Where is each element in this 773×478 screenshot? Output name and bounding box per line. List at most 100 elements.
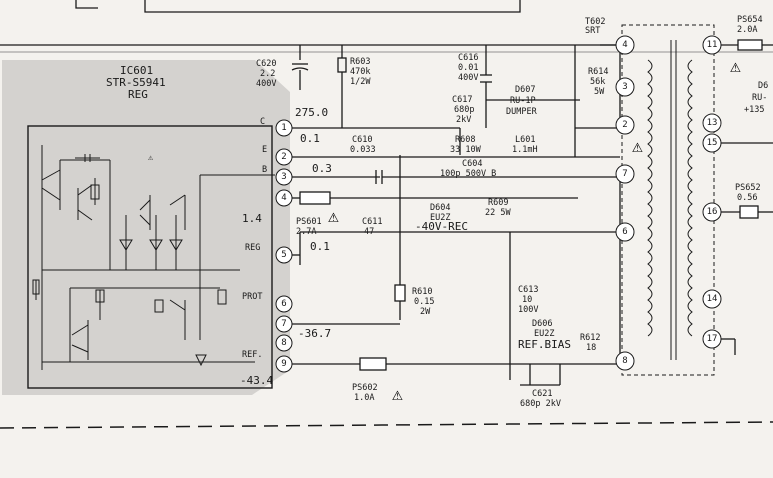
ic-pin-5: 5 REG 0.1 (245, 240, 330, 264)
ic-pin-9: 9 REF. -43.4 (240, 350, 293, 387)
svg-text:8: 8 (622, 356, 627, 366)
l601-ref: L601 (515, 135, 535, 145)
svg-text:3: 3 (622, 82, 627, 92)
pin4-voltage: 1.4 (242, 212, 262, 225)
plus135-label: +135 (744, 105, 764, 115)
svg-text:2: 2 (622, 120, 627, 130)
pin1-voltage: 275.0 (295, 106, 328, 119)
svg-text:SRT: SRT (585, 26, 600, 36)
svg-text:5W: 5W (594, 87, 605, 97)
ic-pin-8: 8 (275, 334, 293, 352)
c611-ref: C611 (362, 217, 382, 227)
c604-ref: C604 (462, 159, 482, 169)
pin5-voltage: 0.1 (310, 240, 330, 253)
svg-text:47: 47 (364, 227, 374, 237)
ru-edge-label: RU- (752, 93, 767, 103)
svg-text:1/2W: 1/2W (350, 77, 371, 87)
svg-text:470k: 470k (350, 67, 370, 77)
t602-secondary-pins: 11 13 15 16 14 17 (702, 35, 722, 349)
svg-text:1.0A: 1.0A (354, 393, 374, 403)
svg-text:C: C (260, 117, 265, 127)
bottom-dashed-boundary (0, 421, 773, 429)
svg-text:13: 13 (707, 118, 718, 128)
ic-pin-6: 6 PROT (242, 292, 293, 313)
svg-text:5: 5 (281, 250, 286, 260)
warning-icons: ⚠ ⚠ ⚠ ⚠ (328, 56, 741, 405)
svg-text:33 10W: 33 10W (450, 145, 482, 155)
svg-text:16: 16 (707, 207, 718, 217)
ic-pin-7: 7 -36.7 (275, 315, 331, 340)
c616-ref: C616 (458, 53, 478, 63)
svg-text:0.033: 0.033 (350, 145, 376, 155)
svg-text:4: 4 (281, 193, 286, 203)
warning-icon-ps601: ⚠ (328, 206, 339, 227)
c617-ref: C617 (452, 95, 472, 105)
d607-ref: D607 (515, 85, 535, 95)
svg-text:DUMPER: DUMPER (506, 107, 538, 117)
ic601-block: IC601 STR-S5941 REG (2, 60, 332, 395)
secondary-wiring (721, 39, 773, 355)
ic-part: STR-S5941 (106, 76, 166, 89)
svg-text:400V: 400V (458, 73, 478, 83)
ps652-ref: PS652 (735, 183, 761, 193)
svg-text:PROT: PROT (242, 292, 262, 302)
svg-text:400V: 400V (256, 79, 276, 89)
c613-ref: C613 (518, 285, 538, 295)
svg-text:56k: 56k (590, 77, 605, 87)
ref-bias-label: REF.BIAS (518, 338, 571, 351)
r609-ref: R609 (488, 198, 508, 208)
r603-ref: R603 (350, 57, 370, 67)
component-labels: C620 2.2 400V R603 470k 1/2W C616 0.01 4… (256, 15, 768, 409)
svg-text:680p: 680p (454, 105, 474, 115)
svg-text:100p 500V B: 100p 500V B (440, 169, 496, 179)
svg-text:10: 10 (522, 295, 532, 305)
svg-text:22 5W: 22 5W (485, 208, 511, 218)
ps602-ref: PS602 (352, 383, 378, 393)
svg-text:8: 8 (281, 338, 286, 348)
warning-icon-ps654: ⚠ (730, 56, 741, 77)
svg-text:680p 2kV: 680p 2kV (520, 399, 561, 409)
warning-icon-t602: ⚠ (632, 136, 643, 157)
svg-text:0.56: 0.56 (737, 193, 757, 203)
ic-ref: IC601 (120, 64, 153, 77)
ic-pin-1: 1 C 275.0 (260, 106, 328, 137)
svg-text:REG: REG (245, 243, 260, 253)
svg-text:9: 9 (281, 359, 286, 369)
t602-primary-pins: 4 3 2 7 6 8 (615, 35, 635, 371)
svg-text:7: 7 (622, 169, 627, 179)
r610-ref: R610 (412, 287, 432, 297)
svg-text:17: 17 (707, 334, 718, 344)
svg-text:B: B (262, 165, 267, 175)
warning-icon-ps602: ⚠ (392, 384, 403, 405)
c610-ref: C610 (352, 135, 372, 145)
top-frame (0, 0, 773, 53)
pin7-voltage: -36.7 (298, 327, 331, 340)
svg-text:E: E (262, 145, 267, 155)
svg-text:14: 14 (707, 294, 718, 304)
svg-text:3: 3 (281, 172, 286, 182)
svg-text:11: 11 (707, 40, 718, 50)
svg-text:2kV: 2kV (456, 115, 471, 125)
pin2-voltage: 0.1 (300, 132, 320, 145)
svg-text:1.1mH: 1.1mH (512, 145, 538, 155)
pin3-voltage: 0.3 (312, 162, 332, 175)
r608-ref: R608 (455, 135, 475, 145)
ps654-ref: PS654 (737, 15, 763, 25)
svg-text:6: 6 (281, 299, 286, 309)
r614-ref: R614 (588, 67, 608, 77)
svg-text:0.01: 0.01 (458, 63, 478, 73)
r612-ref: R612 (580, 333, 600, 343)
pin9-voltage: -43.4 (240, 374, 273, 387)
svg-text:1: 1 (281, 123, 286, 133)
svg-text:2.2: 2.2 (260, 69, 275, 79)
svg-text:2: 2 (281, 152, 286, 162)
svg-text:2.7A: 2.7A (296, 227, 316, 237)
ic-func: REG (128, 88, 148, 101)
svg-text:7: 7 (281, 319, 286, 329)
svg-text:RU-1P: RU-1P (510, 96, 536, 106)
c621-ref: C621 (532, 389, 552, 399)
svg-text:2.0A: 2.0A (737, 25, 757, 35)
svg-text:6: 6 (622, 227, 627, 237)
d606-ref: D606 (532, 319, 552, 329)
